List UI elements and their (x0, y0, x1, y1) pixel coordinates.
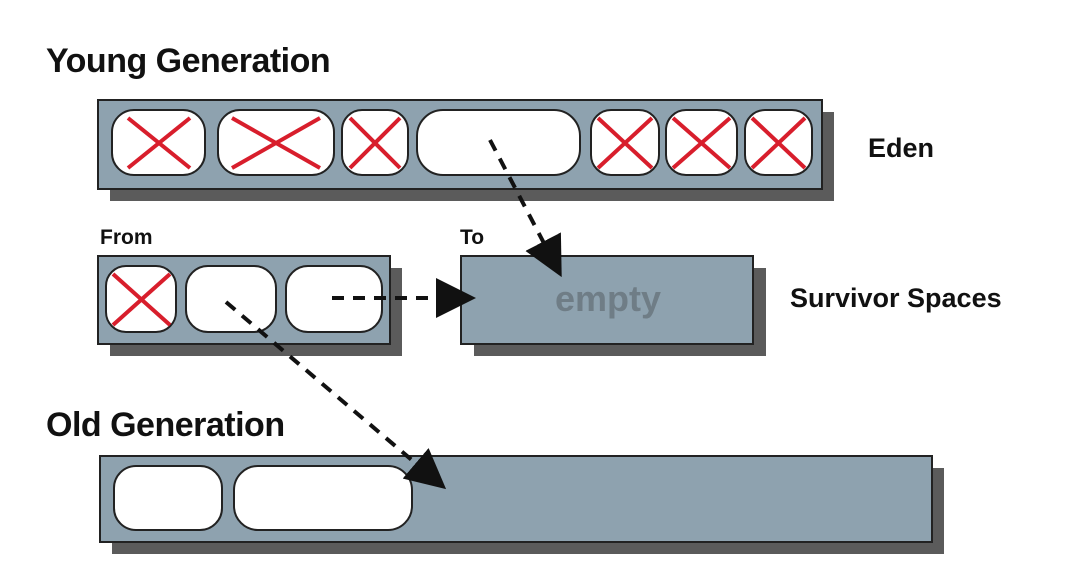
eden-object-dead (744, 109, 813, 176)
eden-label: Eden (868, 133, 935, 163)
old-object-live (233, 465, 413, 531)
eden-object-dead (217, 109, 335, 176)
survivor-spaces-label: Survivor Spaces (790, 283, 1002, 313)
old-generation-heading: Old Generation (46, 406, 285, 444)
dead-mark-icon (596, 116, 654, 170)
copy-arrows (224, 139, 562, 490)
dead-mark-icon (750, 116, 807, 170)
from-object-live (185, 265, 277, 333)
from-survivor-region (97, 255, 402, 356)
eden-object-live (416, 109, 581, 176)
old-object-live (113, 465, 223, 531)
to-survivor-region (460, 255, 766, 356)
to-space-empty-label: empty (555, 278, 662, 319)
eden-object-dead (590, 109, 660, 176)
eden-object-dead (665, 109, 738, 176)
dead-mark-icon (111, 272, 172, 327)
dead-mark-icon (671, 116, 732, 170)
arrow-eden-to-survivor (488, 139, 562, 278)
dead-mark-icon (126, 116, 192, 170)
dead-mark-icon (231, 116, 321, 170)
arrow-from-to-old (224, 300, 447, 490)
to-label: To (460, 226, 485, 249)
from-label: From (100, 226, 153, 249)
eden-object-dead (341, 109, 409, 176)
from-object-dead (105, 265, 177, 333)
dead-mark-icon (348, 116, 402, 170)
old-generation-region (99, 455, 944, 554)
young-generation-heading: Young Generation (46, 42, 331, 80)
eden-region (97, 99, 834, 201)
old-space (99, 455, 933, 543)
eden-object-dead (111, 109, 206, 176)
